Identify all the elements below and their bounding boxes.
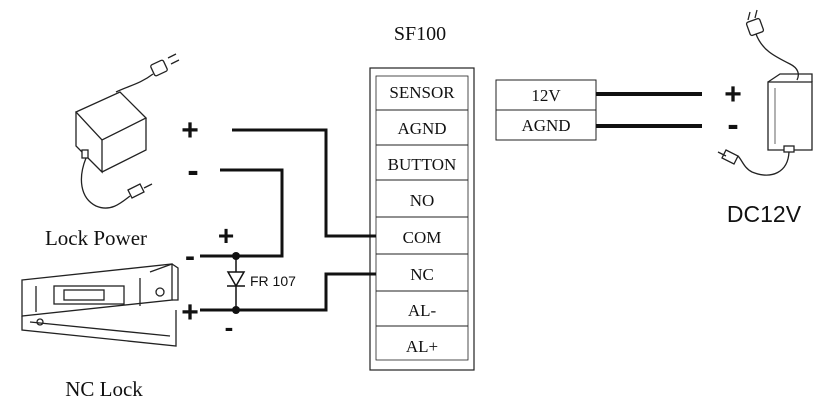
power-terminal-block [495,79,597,141]
dc-wires [596,92,702,128]
diode-minus-sign: - [225,312,234,342]
terminal-button: BUTTON [388,155,457,174]
terminal-no: NO [410,191,435,210]
power-terminal-12v: 12V [531,86,561,105]
nc-lock-icon [21,263,179,347]
dc-minus-sign: - [727,106,738,144]
wires [200,128,376,312]
lock-power-adapter-icon [74,53,180,209]
lock-power-label: Lock Power [45,226,147,250]
terminal-nc: NC [410,265,434,284]
terminal-agnd: AGND [397,119,446,138]
diode-plus-sign: + [218,220,234,251]
dc-supply-label: DC12V [727,201,802,227]
controller-title: SF100 [394,23,446,45]
diode-label: FR 107 [250,273,296,289]
terminal-al-plus: AL+ [406,337,438,356]
diode-icon [226,256,246,310]
terminal-block [369,67,475,371]
power-terminal-agnd: AGND [521,116,570,135]
terminal-al-minus: AL- [408,301,437,320]
terminal-sensor: SENSOR [389,83,455,102]
lock-power-minus-sign: - [187,152,198,190]
nc-lock-label: NC Lock [65,377,143,401]
lock-power-plus-sign: + [181,114,199,147]
nc-lock-plus-sign: + [181,296,199,329]
nc-lock-minus-sign: - [185,240,195,273]
terminal-com: COM [403,228,442,247]
dc-adapter-icon [717,9,813,176]
dc-plus-sign: + [724,78,742,111]
